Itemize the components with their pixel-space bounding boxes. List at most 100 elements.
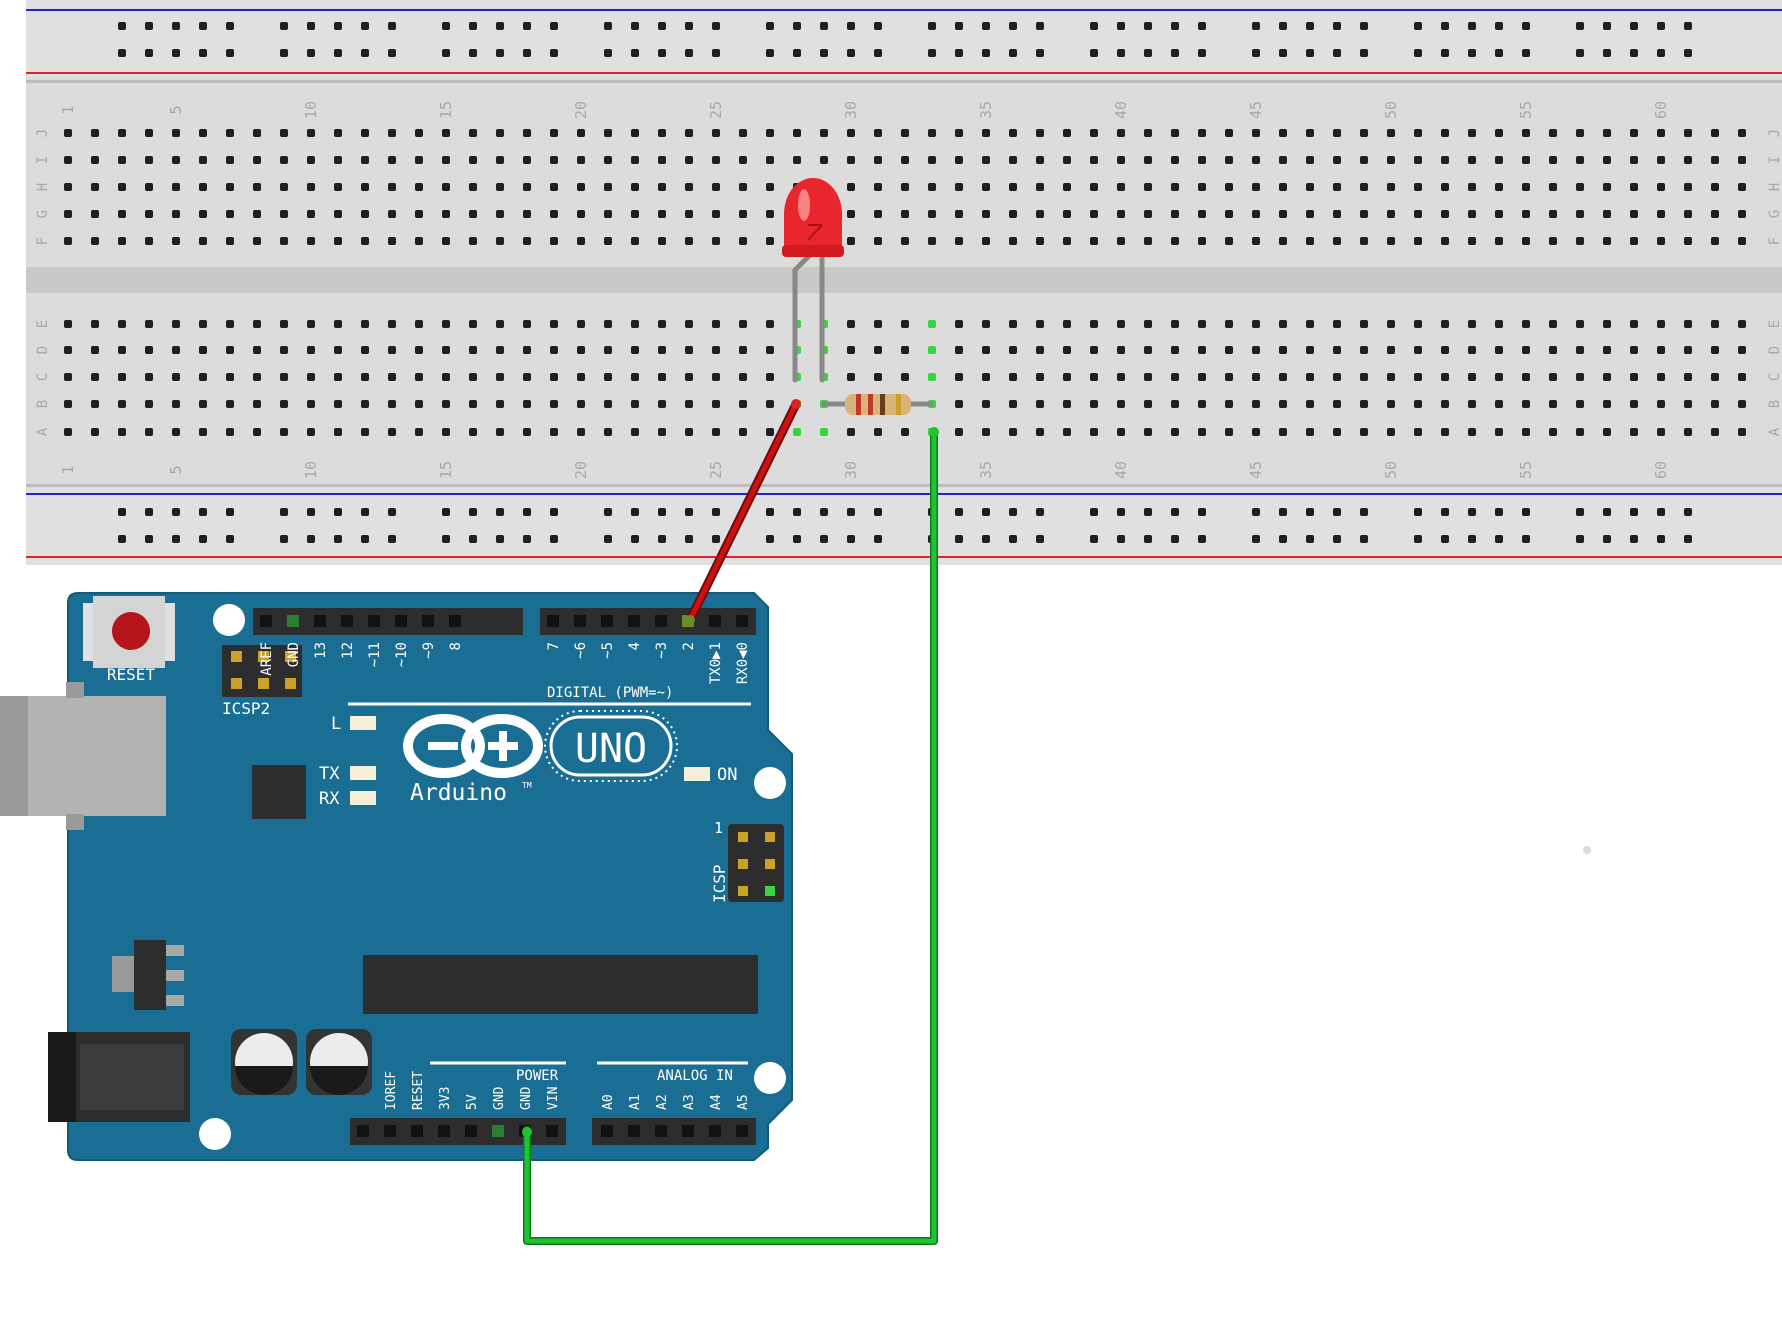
rail-hole — [712, 535, 720, 543]
row-label: D — [35, 346, 51, 354]
led-rx-label: RX — [319, 789, 340, 809]
breadboard-hole — [1711, 210, 1719, 218]
resistor[interactable] — [845, 394, 911, 415]
breadboard-hole — [712, 320, 720, 328]
power-header-label: POWER — [516, 1068, 559, 1084]
breadboard-hole — [523, 183, 531, 191]
stray-dot — [1583, 846, 1591, 854]
pin-label: IOREF — [384, 1071, 399, 1110]
breadboard-hole — [1387, 428, 1395, 436]
breadboard-hole — [1630, 129, 1638, 137]
breadboard-hole — [1144, 156, 1152, 164]
header-pin — [655, 1125, 667, 1137]
breadboard-hole — [199, 210, 207, 218]
rail-hole — [847, 535, 855, 543]
rail-hole — [550, 508, 558, 516]
breadboard-hole — [766, 183, 774, 191]
reset-button[interactable] — [83, 596, 175, 668]
header-pin — [341, 615, 353, 627]
breadboard-hole — [1117, 129, 1125, 137]
reset-button-cap[interactable] — [112, 612, 150, 650]
breadboard-hole — [847, 156, 855, 164]
breadboard-hole — [1090, 183, 1098, 191]
rail-hole — [1036, 535, 1044, 543]
uno-badge-outer — [544, 710, 678, 782]
breadboard-hole — [253, 129, 261, 137]
breadboard-hole — [1144, 210, 1152, 218]
breadboard-hole — [685, 210, 693, 218]
breadboard-hole — [1117, 156, 1125, 164]
breadboard-hole — [739, 400, 747, 408]
breadboard-hole — [1279, 210, 1287, 218]
breadboard-hole — [874, 183, 882, 191]
rail-hole — [1090, 535, 1098, 543]
column-label: 40 — [1112, 461, 1130, 479]
rail-hole — [1522, 49, 1530, 57]
rail-hole — [1117, 535, 1125, 543]
resistor-band — [880, 394, 885, 415]
breadboard-hole — [1495, 129, 1503, 137]
rail-hole — [1036, 508, 1044, 516]
led[interactable] — [782, 178, 844, 257]
breadboard-hole — [874, 373, 882, 381]
breadboard-hole — [1063, 210, 1071, 218]
icsp2-pin — [285, 651, 296, 662]
breadboard-hole — [226, 346, 234, 354]
breadboard-hole — [1657, 156, 1665, 164]
column-label: 15 — [437, 461, 455, 479]
breadboard-hole — [739, 129, 747, 137]
breadboard-hole — [280, 210, 288, 218]
breadboard-hole — [307, 400, 315, 408]
breadboard-hole — [199, 129, 207, 137]
breadboard-hole — [1171, 428, 1179, 436]
breadboard-hole — [1117, 210, 1125, 218]
mounting-hole — [754, 767, 786, 799]
breadboard-hole — [91, 129, 99, 137]
rail-hole — [1333, 22, 1341, 30]
rail-hole — [1630, 22, 1638, 30]
breadboard-hole — [1144, 183, 1152, 191]
breadboard-hole — [1279, 346, 1287, 354]
breadboard-hole — [1306, 156, 1314, 164]
header-pin — [449, 615, 461, 627]
breadboard-hole — [1279, 320, 1287, 328]
breadboard-hole — [307, 320, 315, 328]
rail-hole — [1090, 22, 1098, 30]
breadboard-hole — [1063, 183, 1071, 191]
breadboard-hole — [1711, 428, 1719, 436]
breadboard-hole — [1495, 320, 1503, 328]
breadboard-hole — [469, 129, 477, 137]
breadboard-hole — [1414, 400, 1422, 408]
breadboard-hole — [1090, 156, 1098, 164]
rail-hole — [361, 22, 369, 30]
breadboard-hole — [145, 237, 153, 245]
breadboard-hole — [982, 129, 990, 137]
row-label: B — [35, 400, 51, 408]
uno-badge — [549, 715, 673, 777]
breadboard-hole — [1009, 129, 1017, 137]
breadboard-hole — [712, 129, 720, 137]
signal-wire[interactable] — [685, 399, 801, 625]
breadboard-hole — [496, 156, 504, 164]
icsp-pin1-label: 1 — [714, 819, 723, 837]
rail-hole — [496, 535, 504, 543]
rail-hole — [1117, 508, 1125, 516]
breadboard-hole — [1387, 373, 1395, 381]
rail-hole — [874, 49, 882, 57]
breadboard-hole — [388, 373, 396, 381]
rail-hole — [1198, 49, 1206, 57]
breadboard-hole — [388, 183, 396, 191]
breadboard-hole — [64, 129, 72, 137]
breadboard-hole — [739, 320, 747, 328]
breadboard-hole — [658, 320, 666, 328]
column-label: 50 — [1382, 101, 1400, 119]
rail-hole — [1603, 535, 1611, 543]
ground-wire[interactable] — [523, 428, 938, 1245]
breadboard-hole — [1252, 400, 1260, 408]
breadboard-hole — [1360, 237, 1368, 245]
breadboard-hole — [631, 400, 639, 408]
breadboard-hole — [1117, 428, 1125, 436]
regulator-pin — [166, 995, 184, 1006]
rail-hole — [1171, 22, 1179, 30]
breadboard-hole — [1738, 320, 1746, 328]
